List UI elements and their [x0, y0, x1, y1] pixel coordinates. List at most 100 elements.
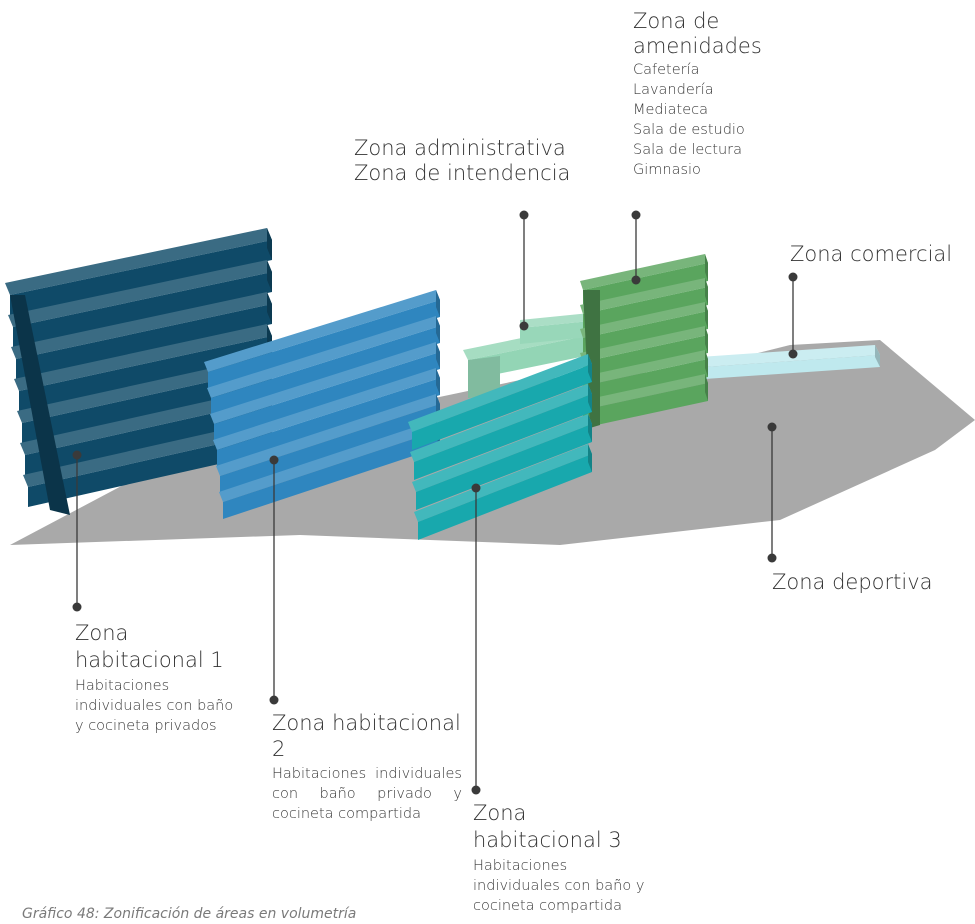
- amenidades-slab-end: [705, 278, 708, 305]
- habitacional-1-slab-front: [13, 272, 272, 347]
- amenidades-slab-end: [705, 374, 708, 401]
- habitacional-1-slab-front: [19, 336, 272, 411]
- habitacional-2-slab-top: [207, 316, 440, 398]
- amenidades-slab-front: [583, 311, 708, 356]
- habitacional-1-slab-top: [14, 324, 272, 391]
- amenidades-slab-front: [583, 359, 708, 404]
- habitacional-1-slab-front: [10, 240, 272, 315]
- deportiva-label: Zona deportiva: [772, 570, 933, 594]
- habitacional-1-slab-front: [25, 400, 272, 475]
- habitacional-3-slab-top: [408, 354, 592, 432]
- amenidades-slab-front: [583, 383, 708, 428]
- habitacional-2-slab-end: [436, 368, 440, 395]
- administrativa-slab-top: [520, 312, 600, 328]
- habitacional-1-slab-top: [20, 388, 272, 455]
- habitacional-2-slab-front: [211, 326, 440, 415]
- habitacional-2-title: Zona habitacional 2: [272, 711, 461, 761]
- comercial-volume: [685, 345, 880, 380]
- intendencia-title: Zona de intendencia: [354, 161, 571, 185]
- habitacional-1-slab-top: [23, 420, 272, 487]
- amenidad-item: Lavandería: [633, 82, 714, 98]
- habitacional-1-slab-end: [267, 228, 272, 260]
- amenidades-slab-front: [583, 335, 708, 380]
- amenidades-volume: [580, 254, 708, 428]
- amenidades-core: [583, 290, 600, 428]
- habitacional-2-label: Zona habitacional 2 Habitaciones individ…: [272, 710, 462, 824]
- habitacional-3-slab-end: [588, 384, 592, 412]
- comercial-slab-top: [685, 345, 880, 368]
- amenidades-leader-dot: [631, 275, 641, 285]
- habitacional-2-slab-front: [208, 300, 440, 389]
- amenidades-slab-top: [580, 302, 708, 338]
- habitacional-3-slab-top: [412, 414, 592, 492]
- habitacional-3-slab-end: [588, 444, 592, 472]
- habitacional-3-label: Zona habitacional 3 Habitaciones individ…: [473, 800, 645, 916]
- amenidades-slab-top: [580, 254, 708, 290]
- comercial-slab-end: [875, 345, 880, 367]
- figure-caption: Gráfico 48: Zonificación de áreas en vol…: [22, 906, 357, 922]
- habitacional-1-slab-top: [5, 228, 272, 295]
- administrativa-leader-dot: [519, 321, 529, 331]
- deportiva-leader-dot: [767, 553, 777, 563]
- habitacional-3-leader-dot: [471, 785, 481, 795]
- habitacional-2-slab-top: [216, 394, 440, 476]
- amenidades-slab-top: [580, 350, 708, 386]
- habitacional-2-leader-dot: [269, 455, 279, 465]
- habitacional-1-slab-front: [28, 432, 272, 507]
- habitacional-1-slab-front: [16, 304, 272, 379]
- habitacional-1-core: [10, 295, 70, 515]
- comercial-leader-dot: [788, 272, 798, 282]
- leader-lines: [72, 210, 798, 795]
- habitacional-2-slab-top: [210, 342, 440, 424]
- amenidad-item: Gimnasio: [633, 162, 701, 178]
- administrativa-slab-front: [520, 320, 600, 344]
- amenidades-slab-end: [705, 254, 708, 281]
- comercial-slab-front: [690, 355, 880, 380]
- amenidades-slab-front: [583, 287, 708, 332]
- amenidades-title: Zona de amenidades: [633, 9, 762, 58]
- habitacional-2-leader-dot: [269, 695, 279, 705]
- habitacional-3-slab-top: [410, 384, 592, 462]
- habitacional-3-description: Habitaciones individuales con baño y coc…: [473, 858, 645, 914]
- amenidades-slab-top: [580, 374, 708, 410]
- habitacional-2-slab-front: [223, 430, 440, 519]
- amenidades-slab-front: [583, 263, 708, 308]
- habitacional-2-slab-end: [436, 316, 440, 343]
- habitacional-2-volume: [204, 290, 440, 519]
- amenidades-slab-end: [705, 302, 708, 329]
- amenidad-item: Cafetería: [633, 62, 700, 78]
- amenidades-slab-top: [580, 326, 708, 362]
- amenidad-item: Sala de lectura: [633, 142, 742, 158]
- administrativa-leader-dot: [519, 210, 529, 220]
- habitacional-1-leader-dot: [72, 602, 82, 612]
- comercial-label: Zona comercial: [790, 242, 953, 266]
- habitacional-3-volume: [408, 354, 592, 540]
- habitacional-1-slab-top: [11, 292, 272, 359]
- amenidades-list: Cafetería Lavandería Mediateca Sala de e…: [633, 60, 833, 180]
- habitacional-2-slab-end: [436, 342, 440, 369]
- habitacional-3-slab-top: [414, 444, 592, 522]
- amenidad-item: Sala de estudio: [633, 122, 745, 138]
- administrativa-title: Zona administrativa: [354, 136, 566, 160]
- habitacional-2-slab-front: [220, 404, 440, 493]
- habitacional-3-slab-front: [412, 364, 592, 450]
- habitacional-3-slab-end: [588, 414, 592, 442]
- habitacional-1-label: Zona habitacional 1 Habitaciones individ…: [75, 620, 245, 736]
- administrativa-slab-front: [468, 333, 600, 380]
- habitacional-3-leader-dot: [471, 483, 481, 493]
- administrativa-label: Zona administrativa Zona de intendencia: [354, 136, 584, 186]
- habitacional-3-title: Zona habitacional 3: [473, 801, 622, 852]
- amenidades-slab-end: [705, 350, 708, 377]
- habitacional-3-slab-front: [414, 394, 592, 480]
- habitacional-1-slab-end: [267, 260, 272, 292]
- amenidades-slab-end: [705, 326, 708, 353]
- habitacional-3-slab-front: [418, 454, 592, 540]
- habitacional-2-slab-front: [217, 378, 440, 467]
- habitacional-1-title: Zona habitacional 1: [75, 621, 224, 672]
- administrativa-base: [468, 356, 500, 398]
- habitacional-1-leader-dot: [72, 450, 82, 460]
- habitacional-1-slab-end: [267, 292, 272, 324]
- deportiva-leader-dot: [767, 422, 777, 432]
- habitacional-2-slab-front: [214, 352, 440, 441]
